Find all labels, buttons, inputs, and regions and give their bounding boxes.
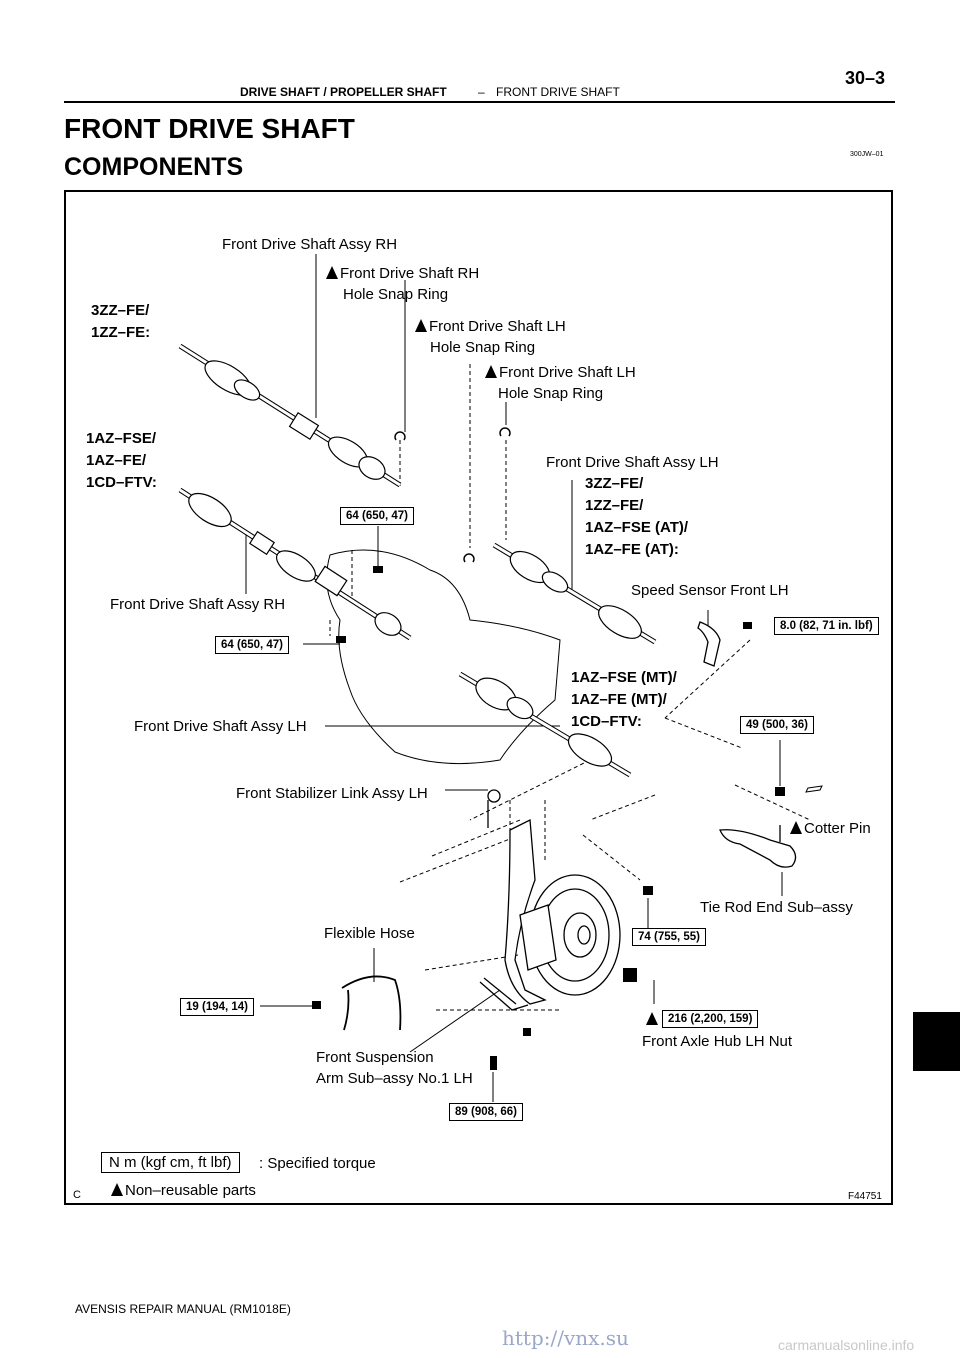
label-speed-sensor-front-lh: Speed Sensor Front LH — [631, 582, 789, 599]
non-reusable-icon — [326, 266, 338, 279]
header-dash: – — [478, 85, 485, 99]
torque-spec-3: 8.0 (82, 71 in. lbf) — [774, 617, 879, 635]
label-rh-snap-ring: Front Drive Shaft RH — [326, 263, 479, 284]
label-front-drive-shaft-assy-lh-top: Front Drive Shaft Assy LH — [546, 454, 719, 471]
label-front-drive-shaft-assy-lh-mid: Front Drive Shaft Assy LH — [134, 718, 307, 735]
torque-spec-6: 19 (194, 14) — [180, 998, 255, 1016]
legend-torque-text: : Specified torque — [259, 1155, 376, 1172]
watermark-link[interactable]: http://vnx.su — [502, 1326, 629, 1350]
torque-spec-5: 74 (755, 55) — [632, 928, 707, 946]
non-reusable-icon — [111, 1183, 123, 1196]
non-reusable-icon — [415, 319, 427, 332]
header-subsection: FRONT DRIVE SHAFT — [496, 85, 620, 99]
page-number: 30–3 — [845, 68, 886, 88]
label-front-drive-shaft-assy-rh-mid: Front Drive Shaft Assy RH — [110, 596, 286, 613]
engine-group-3-line2: 1ZZ–FE/ — [585, 497, 644, 514]
engine-group-1-line1: 3ZZ–FE/ — [91, 302, 150, 319]
engine-group-3-line3: 1AZ–FSE (AT)/ — [585, 519, 689, 536]
label-front-axle-hub-nut: Front Axle Hub LH Nut — [642, 1033, 793, 1050]
legend-torque-unit: N m (kgf cm, ft lbf) — [101, 1152, 240, 1173]
non-reusable-icon — [790, 821, 802, 834]
label-front-stabilizer-link: Front Stabilizer Link Assy LH — [236, 785, 428, 802]
label-lh-snap-ring-1: Front Drive Shaft LH — [415, 316, 566, 337]
legend-non-reusable: Non–reusable parts — [111, 1180, 256, 1201]
torque-spec-1: 64 (650, 47) — [340, 507, 415, 525]
header-rule — [64, 101, 895, 103]
doc-code: 300JW–01 — [850, 151, 884, 158]
label-tie-rod-end: Tie Rod End Sub–assy — [700, 899, 853, 916]
torque-spec-7: 216 (2,200, 159) — [662, 1010, 759, 1028]
torque-spec-4: 49 (500, 36) — [740, 716, 815, 734]
engine-group-2-line1: 1AZ–FSE/ — [86, 430, 157, 447]
header-section: DRIVE SHAFT / PROPELLER SHAFT — [240, 85, 447, 99]
non-reusable-icon — [485, 365, 497, 378]
label-front-suspension-arm: Front Suspension — [316, 1049, 434, 1066]
engine-group-2-line2: 1AZ–FE/ — [86, 452, 147, 469]
figure-code: F44751 — [848, 1191, 882, 1202]
engine-group-2-line3: 1CD–FTV: — [86, 474, 157, 491]
label-rh-snap-ring-line2: Hole Snap Ring — [343, 286, 449, 303]
label-lh-snap-ring-2: Front Drive Shaft LH — [485, 362, 636, 383]
section-tab — [913, 1012, 960, 1071]
label-front-drive-shaft-assy-rh-top: Front Drive Shaft Assy RH — [222, 236, 398, 253]
engine-group-1-line2: 1ZZ–FE: — [91, 324, 151, 341]
label-lh-snap-ring-1-line2: Hole Snap Ring — [430, 339, 536, 356]
footer-manual-name: AVENSIS REPAIR MANUAL (RM1018E) — [75, 1302, 291, 1316]
engine-group-4-line3: 1CD–FTV: — [571, 713, 642, 730]
engine-group-3-line1: 3ZZ–FE/ — [585, 475, 644, 492]
page-subtitle: COMPONENTS — [64, 153, 244, 181]
engine-group-4-line1: 1AZ–FSE (MT)/ — [571, 669, 677, 686]
label-cotter-pin: Cotter Pin — [790, 818, 871, 839]
label-front-suspension-arm-line2: Arm Sub–assy No.1 LH — [316, 1070, 473, 1087]
label-flexible-hose: Flexible Hose — [324, 925, 415, 942]
non-reusable-icon-hub-nut — [646, 1011, 660, 1029]
engine-group-4-line2: 1AZ–FE (MT)/ — [571, 691, 667, 708]
figure-corner-c: C — [73, 1189, 81, 1201]
page-title: FRONT DRIVE SHAFT — [64, 113, 355, 144]
engine-group-3-line4: 1AZ–FE (AT): — [585, 541, 679, 558]
label-lh-snap-ring-2-line2: Hole Snap Ring — [498, 385, 604, 402]
watermark-site: carmanualsonline.info — [778, 1337, 915, 1353]
torque-spec-8: 89 (908, 66) — [449, 1103, 524, 1121]
figure-frame — [64, 190, 893, 1205]
torque-spec-2: 64 (650, 47) — [215, 636, 290, 654]
